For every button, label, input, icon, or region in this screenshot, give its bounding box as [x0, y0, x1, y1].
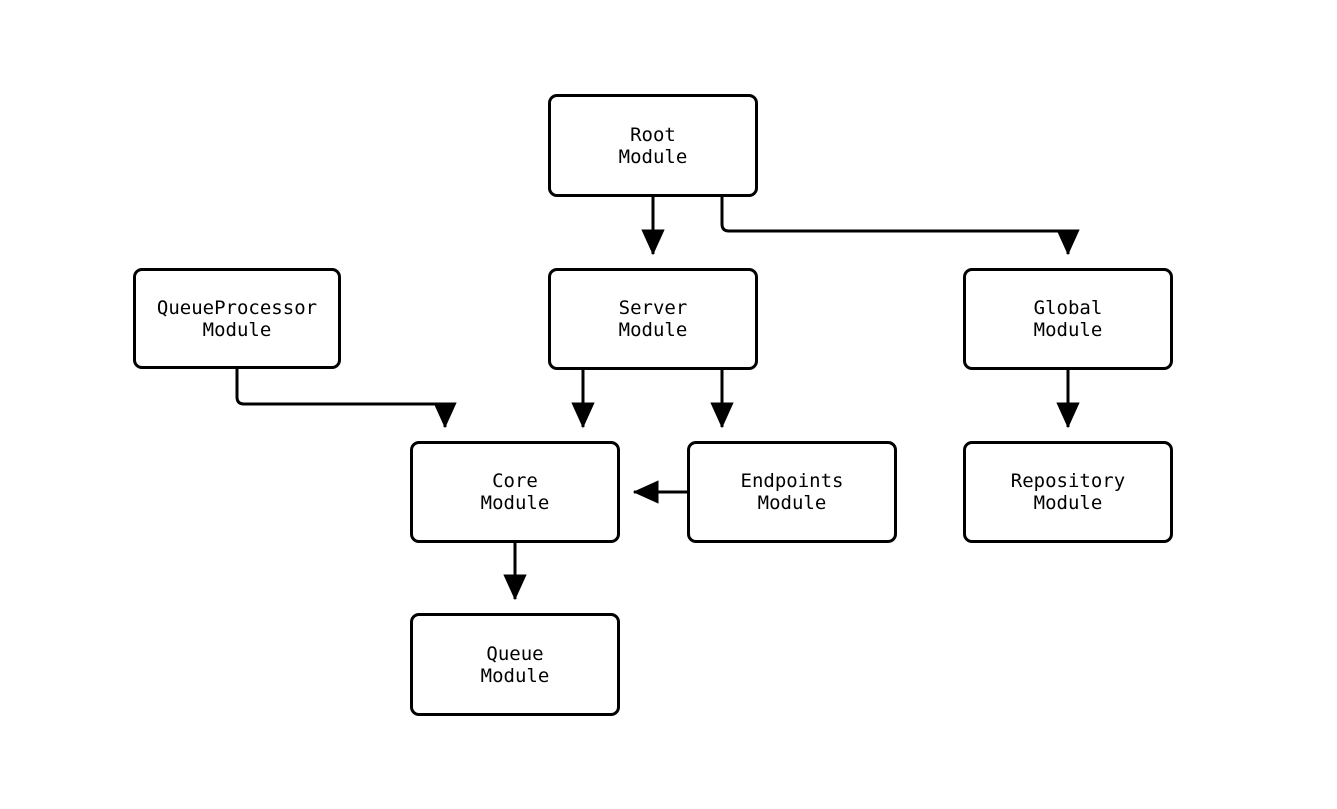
node-endpoints-module-line2: Module — [757, 492, 827, 514]
node-repository-module-line2: Module — [1033, 492, 1103, 514]
node-root-module-line2: Module — [618, 145, 688, 168]
node-root-module-line1: Root — [630, 123, 676, 146]
node-global-module[interactable]: Global Module — [963, 268, 1173, 370]
node-repository-module[interactable]: Repository Module — [963, 441, 1173, 543]
node-queue-module[interactable]: Queue Module — [410, 613, 620, 716]
edge-root-global — [720, 197, 1080, 256]
node-server-module[interactable]: Server Module — [548, 268, 758, 370]
node-endpoints-module[interactable]: Endpoints Module — [687, 441, 897, 543]
node-repository-module-line1: Repository — [1010, 470, 1126, 492]
node-queueprocessor-module[interactable]: QueueProcessor Module — [133, 268, 341, 369]
node-server-module-line1: Server — [618, 297, 688, 319]
node-queue-module-line1: Queue — [486, 642, 544, 665]
node-core-module-line1: Core — [492, 470, 538, 492]
node-server-module-line2: Module — [618, 319, 688, 341]
node-queue-module-line2: Module — [480, 664, 550, 687]
node-global-module-line1: Global — [1033, 297, 1103, 319]
node-global-module-line2: Module — [1033, 319, 1103, 341]
node-root-module[interactable]: Root Module — [548, 94, 758, 197]
edge-queueprocessor-core — [235, 369, 457, 429]
node-queueprocessor-module-line2: Module — [202, 318, 272, 341]
node-core-module-line2: Module — [480, 492, 550, 514]
node-core-module[interactable]: Core Module — [410, 441, 620, 543]
node-endpoints-module-line1: Endpoints — [740, 470, 844, 492]
node-queueprocessor-module-line1: QueueProcessor — [156, 296, 318, 319]
